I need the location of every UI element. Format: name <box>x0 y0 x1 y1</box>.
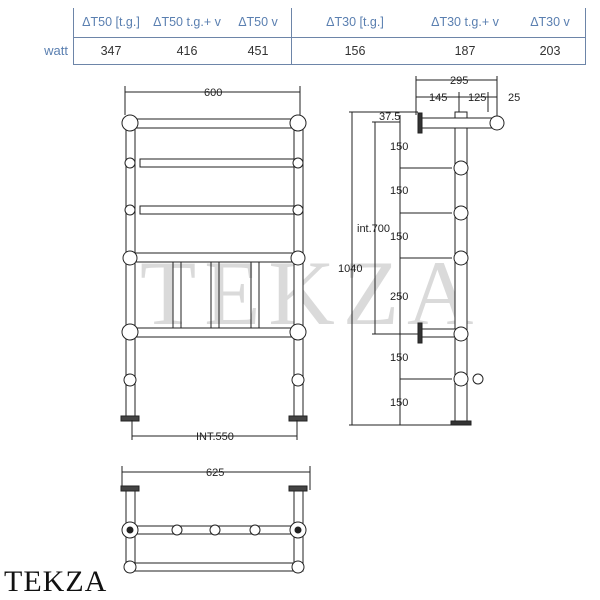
table-divider <box>73 8 74 65</box>
spacing-dimension: 250 <box>390 291 408 303</box>
table-divider <box>585 8 586 65</box>
row-label: watt <box>44 43 68 58</box>
side-view: 295 145 125 25 1040 int.700 37.5 150 150… <box>338 75 520 426</box>
table-divider <box>73 64 586 65</box>
column-header: ΔT50 [t.g.] <box>82 15 140 29</box>
heat-output-table: ΔT50 [t.g.] ΔT50 t.g.+ v ΔT50 v ΔT30 [t.… <box>0 0 600 70</box>
table-cell: 203 <box>539 44 561 58</box>
table-divider <box>291 8 292 65</box>
depth-dimension: 295 <box>450 75 468 87</box>
interaxis-dimension: INT.550 <box>196 431 234 443</box>
spacing-dimension: 150 <box>390 141 408 153</box>
depth-part: 25 <box>508 92 520 104</box>
spacing-dimension: 150 <box>390 397 408 409</box>
table-cell: 347 <box>100 44 122 58</box>
column-header: ΔT30 v <box>530 15 570 29</box>
spacing-dimension: 150 <box>390 185 408 197</box>
column-header: ΔT30 t.g.+ v <box>431 15 499 29</box>
table-cell: 416 <box>176 44 198 58</box>
column-header: ΔT50 v <box>238 15 278 29</box>
interaxis-dimension: int.700 <box>357 223 390 235</box>
column-header: ΔT30 [t.g.] <box>326 15 384 29</box>
table-divider <box>73 37 586 38</box>
spacing-dimension: 150 <box>390 231 408 243</box>
front-view: 600 INT.550 <box>120 86 308 443</box>
width-dimension: 600 <box>204 87 222 99</box>
table-cell: 156 <box>344 44 366 58</box>
table-cell: 451 <box>247 44 269 58</box>
brand-logo: TEKZA <box>4 565 108 598</box>
top-view: 625 <box>120 466 311 574</box>
depth-part: 125 <box>468 92 486 104</box>
spacing-dimension: 150 <box>390 352 408 364</box>
top-offset-dimension: 37.5 <box>379 111 400 123</box>
column-header: ΔT50 t.g.+ v <box>153 15 221 29</box>
table-cell: 187 <box>454 44 476 58</box>
width-dimension: 625 <box>206 467 224 479</box>
height-dimension: 1040 <box>338 263 362 275</box>
depth-part: 145 <box>429 92 447 104</box>
